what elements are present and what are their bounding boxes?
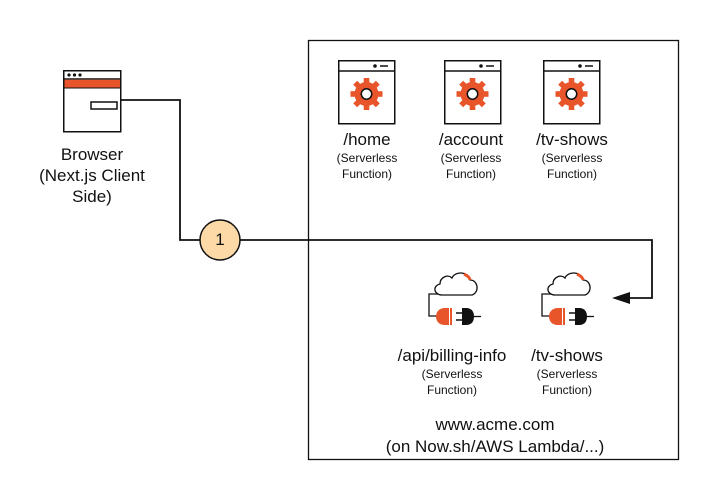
host-domain: www.acme.com (435, 415, 555, 434)
server-container (307, 39, 680, 461)
cloud-plug-icon (427, 271, 483, 327)
route-type: Function) (546, 167, 598, 181)
route-type: Function) (445, 167, 497, 181)
cloud-plug-icon (540, 271, 596, 327)
route-type: (Serverless (336, 151, 398, 165)
request-connector-to-api (240, 239, 653, 299)
function-label-api-billing-info: /api/billing-info (Serverless Function) (382, 346, 522, 398)
gear-window-icon (543, 60, 601, 125)
route-type: (Serverless (536, 367, 598, 381)
browser-label-line1: Browser (60, 145, 124, 164)
route-type: Function) (341, 167, 393, 181)
host-label: www.acme.com (on Now.sh/AWS Lambda/...) (360, 414, 630, 458)
arrow-head-icon (612, 292, 630, 304)
route-type: Function) (541, 383, 593, 397)
browser-label-line2: (Next.js Client (39, 166, 145, 185)
browser-label-line3: Side) (72, 187, 112, 206)
route-type: (Serverless (421, 367, 483, 381)
function-label-home: /home (Serverless Function) (317, 130, 417, 182)
route-type: (Serverless (440, 151, 502, 165)
route-name: /tv-shows (531, 346, 603, 365)
browser-window-icon (63, 70, 122, 133)
step-marker (199, 219, 241, 261)
host-platform: (on Now.sh/AWS Lambda/...) (385, 437, 605, 456)
route-name: /tv-shows (536, 130, 608, 149)
route-name: /account (438, 130, 504, 149)
function-label-api-tv-shows: /tv-shows (Serverless Function) (515, 346, 619, 398)
gear-window-icon (444, 60, 502, 125)
route-name: /api/billing-info (397, 346, 507, 365)
step-number: 1 (215, 230, 225, 249)
browser-label: Browser (Next.js Client Side) (30, 144, 154, 207)
function-label-tv-shows: /tv-shows (Serverless Function) (520, 130, 624, 182)
route-type: (Serverless (541, 151, 603, 165)
route-name: /home (343, 130, 391, 149)
request-connector (121, 99, 200, 241)
function-label-account: /account (Serverless Function) (419, 130, 523, 182)
route-type: Function) (426, 383, 478, 397)
gear-window-icon (338, 60, 396, 125)
